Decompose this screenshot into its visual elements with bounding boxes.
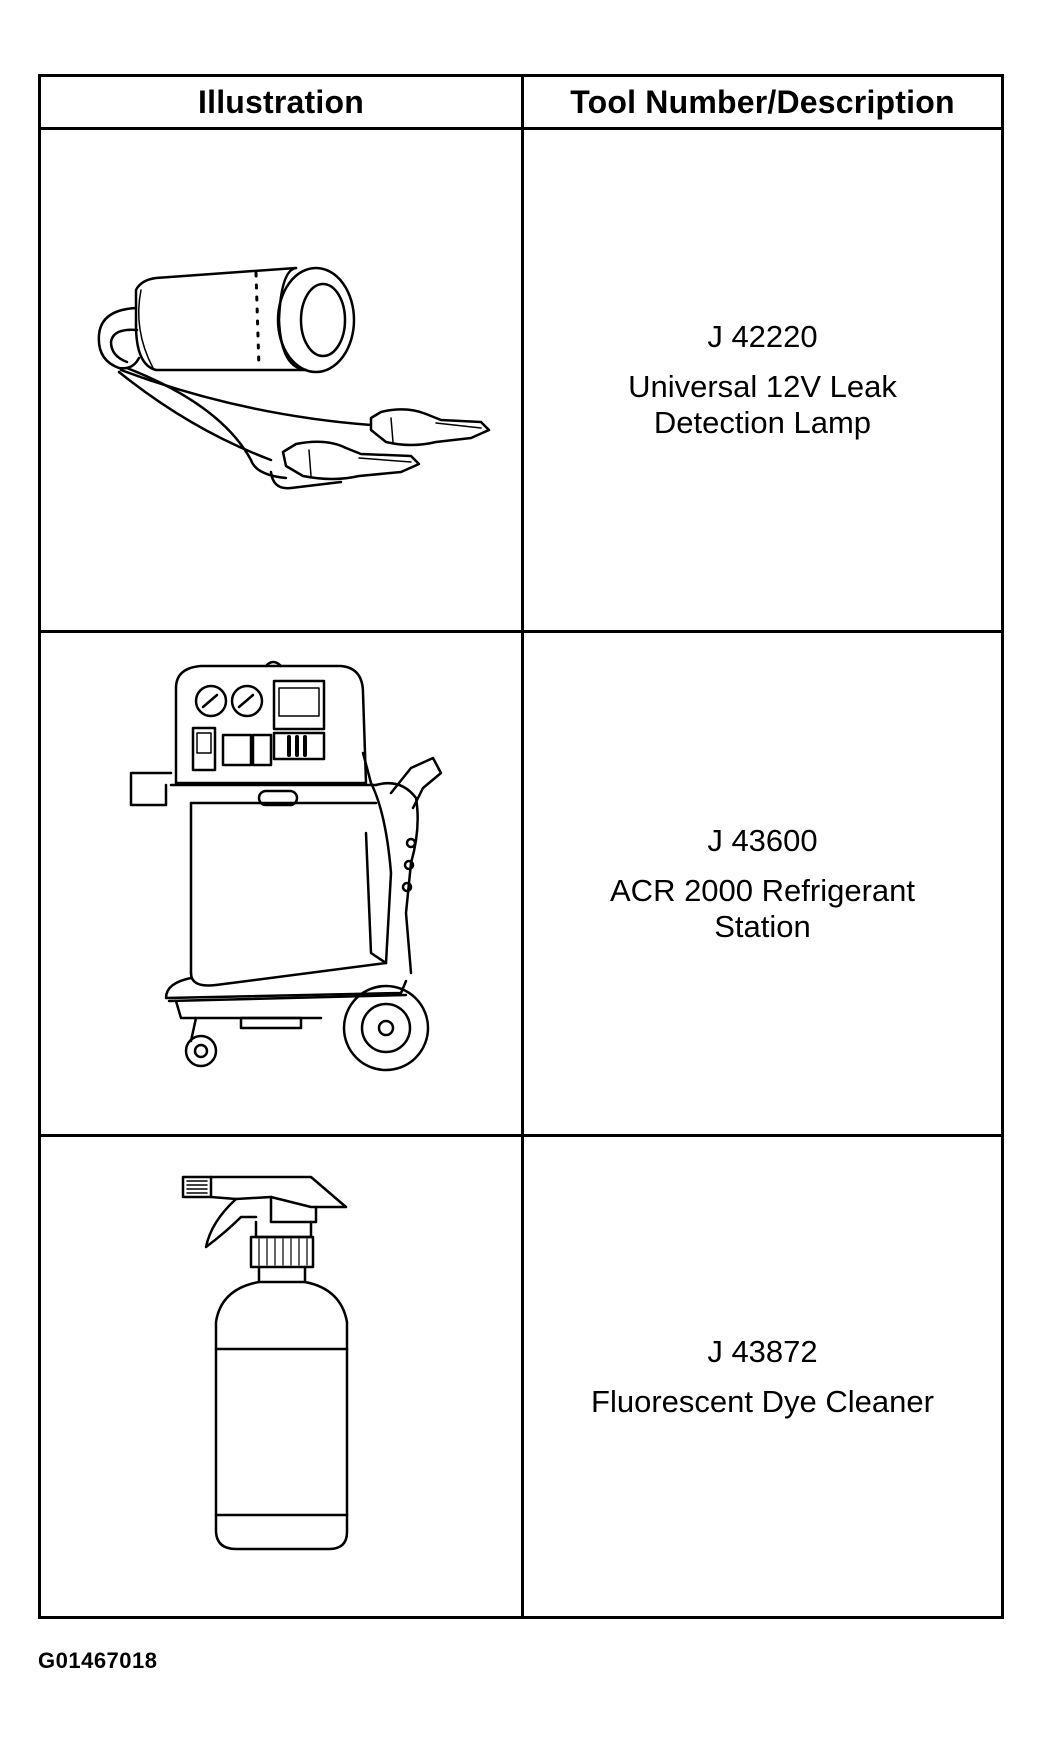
table-row: J 43872 Fluorescent Dye Cleaner xyxy=(41,1137,1001,1616)
tool-description: ACR 2000 Refrigerant Station xyxy=(610,872,915,944)
illustration-cell xyxy=(41,633,521,1134)
header-illustration: Illustration xyxy=(198,83,364,120)
illustration-cell xyxy=(41,130,521,630)
column-divider xyxy=(521,77,524,1616)
tool-number: J 42220 xyxy=(707,319,818,354)
leak-detection-lamp-icon xyxy=(97,266,491,490)
table-row: J 42220 Universal 12V Leak Detection Lam… xyxy=(41,130,1001,633)
table-row: J 43600 ACR 2000 Refrigerant Station xyxy=(41,633,1001,1137)
tool-description: Fluorescent Dye Cleaner xyxy=(591,1383,934,1419)
tool-number: J 43600 xyxy=(707,822,818,858)
refrigerant-station-icon xyxy=(129,660,443,1072)
tool-description: Universal 12V Leak Detection Lamp xyxy=(628,369,897,440)
figure-code: G01467018 xyxy=(38,1648,158,1673)
tool-table: Illustration Tool Number/Description xyxy=(38,74,1004,1619)
table-header-row: Illustration Tool Number/Description xyxy=(41,77,1001,130)
spray-bottle-icon xyxy=(181,1175,349,1551)
tool-number: J 43872 xyxy=(707,1333,818,1369)
description-cell: J 43600 ACR 2000 Refrigerant Station xyxy=(524,633,1001,1134)
illustration-cell xyxy=(41,1137,521,1616)
description-cell: J 42220 Universal 12V Leak Detection Lam… xyxy=(524,130,1001,630)
header-tool-description: Tool Number/Description xyxy=(570,83,955,120)
description-cell: J 43872 Fluorescent Dye Cleaner xyxy=(524,1137,1001,1616)
